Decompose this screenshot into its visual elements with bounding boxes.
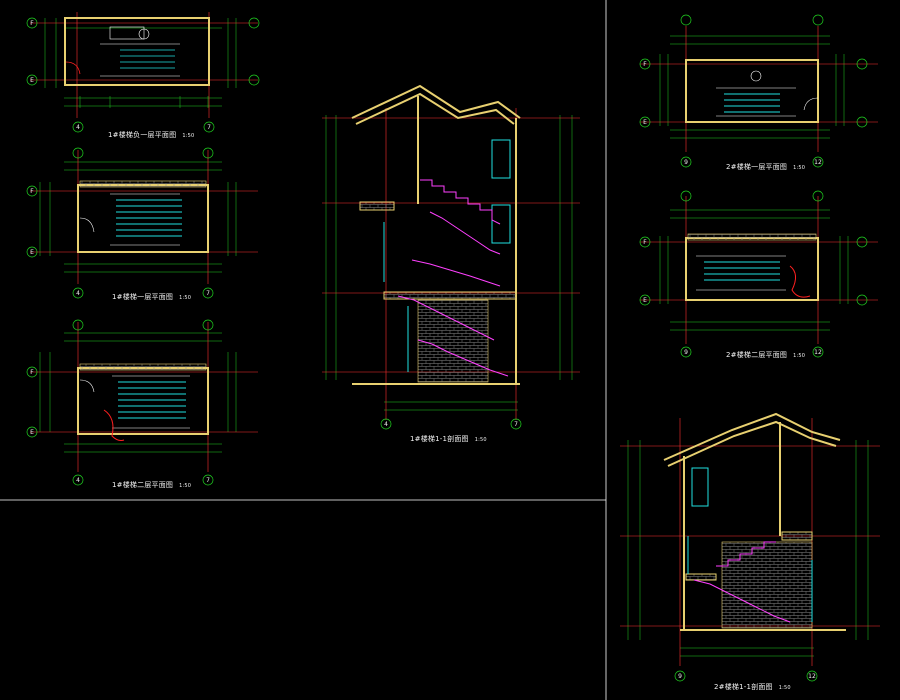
section-2-axis-right: 12 [808,673,816,680]
plan-2-axis-left: 4 [76,290,80,297]
plan-3-drawing [26,319,258,486]
plan-2-axis-right: 7 [206,290,210,297]
plan-2-title: 1#楼梯一层平面图 1:50 [112,292,191,302]
section-2-title: 2#楼梯1-1剖面图 1:50 [714,682,791,692]
plan-1-title-text: 1#楼梯负一层平面图 [108,131,177,139]
plan-3-scale: 1:50 [179,483,192,489]
plan-1-axis-right: 7 [207,124,211,131]
plan-1-scale: 1:50 [182,133,195,139]
plan-5-axis-right: 12 [814,349,822,356]
plan-3-title-text: 1#楼梯二层平面图 [112,481,174,489]
plan-4-scale: 1:50 [793,165,806,171]
plan-4-title: 2#楼梯一层平面图 1:50 [726,162,805,172]
plan-1-axis-left: 4 [76,124,80,131]
section-2-title-text: 2#楼梯1-1剖面图 [714,683,773,691]
section-1-scale: 1:50 [474,437,487,443]
plan-5-scale: 1:50 [793,353,806,359]
plan-2-row-top: F [30,188,34,195]
section-1-title-text: 1#楼梯1-1剖面图 [410,435,469,443]
section-1-title: 1#楼梯1-1剖面图 1:50 [410,434,487,444]
section-2-axis-left: 9 [678,673,682,680]
plan-4-row-bottom: E [643,119,647,126]
plan-4-axis-right: 12 [814,159,822,166]
plan-3-row-bottom: E [30,429,34,436]
section-1-drawing [322,84,580,430]
plan-4-drawing [639,14,878,168]
plan-1-row-top: F [30,20,34,27]
plan-2-scale: 1:50 [179,295,192,301]
section-1-axis-left: 4 [384,421,388,428]
section-2-scale: 1:50 [778,685,791,691]
plan-1-row-bottom: E [30,77,34,84]
plan-3-axis-left: 4 [76,477,80,484]
plan-4-axis-left: 9 [684,159,688,166]
plan-1-title: 1#楼梯负一层平面图 1:50 [108,130,194,140]
plan-5-axis-left: 9 [684,349,688,356]
plan-2-drawing [26,147,258,299]
plan-5-row-bottom: E [643,297,647,304]
section-2-drawing [620,412,880,682]
plan-2-title-text: 1#楼梯一层平面图 [112,293,174,301]
plan-5-row-top: F [643,239,647,246]
plan-5-title: 2#楼梯二层平面图 1:50 [726,350,805,360]
plan-5-drawing [639,190,878,358]
plan-5-title-text: 2#楼梯二层平面图 [726,351,788,359]
plan-3-title: 1#楼梯二层平面图 1:50 [112,480,191,490]
plan-4-title-text: 2#楼梯一层平面图 [726,163,788,171]
section-1-axis-right: 7 [514,421,518,428]
plan-1-drawing [26,12,260,133]
sheet-frame [0,0,607,700]
plan-3-axis-right: 7 [206,477,210,484]
plan-4-row-top: F [643,61,647,68]
plan-3-row-top: F [30,369,34,376]
plan-2-row-bottom: E [30,249,34,256]
